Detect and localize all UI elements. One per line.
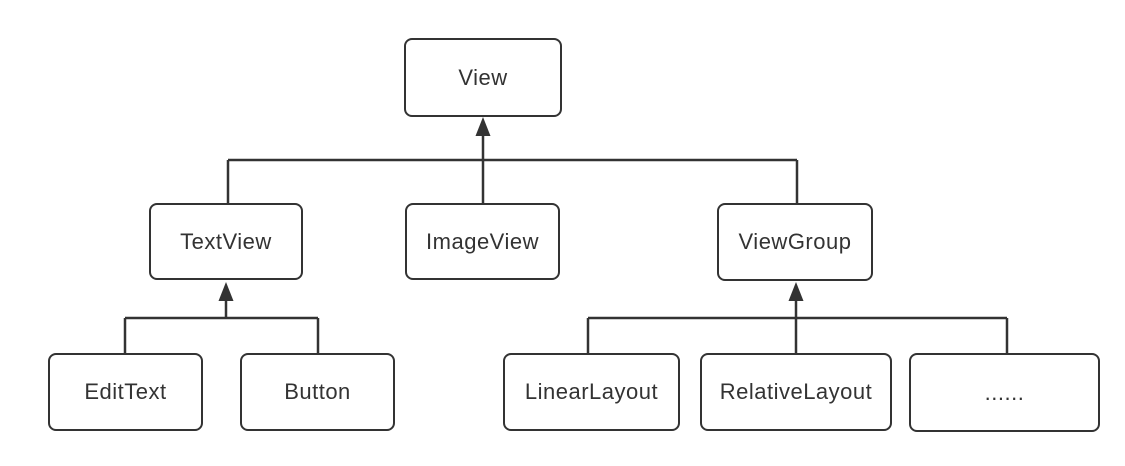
arrowhead-to-viewgroup [788, 282, 804, 301]
node-edittext: EditText [48, 353, 203, 431]
node-view: View [404, 38, 562, 117]
node-button: Button [240, 353, 395, 431]
node-viewgroup: ViewGroup [717, 203, 873, 281]
node-textview: TextView [149, 203, 303, 280]
node-view-label: View [458, 64, 508, 90]
node-edittext-label: EditText [84, 379, 167, 404]
arrowhead-to-view [475, 117, 491, 136]
node-viewgroup-label: ViewGroup [738, 229, 852, 254]
node-imageview: ImageView [405, 203, 560, 280]
node-textview-label: TextView [180, 228, 272, 254]
node-linearlayout-label: LinearLayout [524, 379, 659, 404]
node-more-label: ...... [984, 379, 1025, 405]
arrowhead-to-textview [218, 282, 234, 301]
node-more: ...... [909, 353, 1100, 432]
node-linearlayout: LinearLayout [503, 353, 680, 431]
node-relativelayout-label: RelativeLayout [719, 379, 873, 404]
node-relativelayout: RelativeLayout [700, 353, 892, 431]
node-imageview-label: ImageView [426, 228, 539, 254]
node-button-label: Button [284, 379, 351, 404]
